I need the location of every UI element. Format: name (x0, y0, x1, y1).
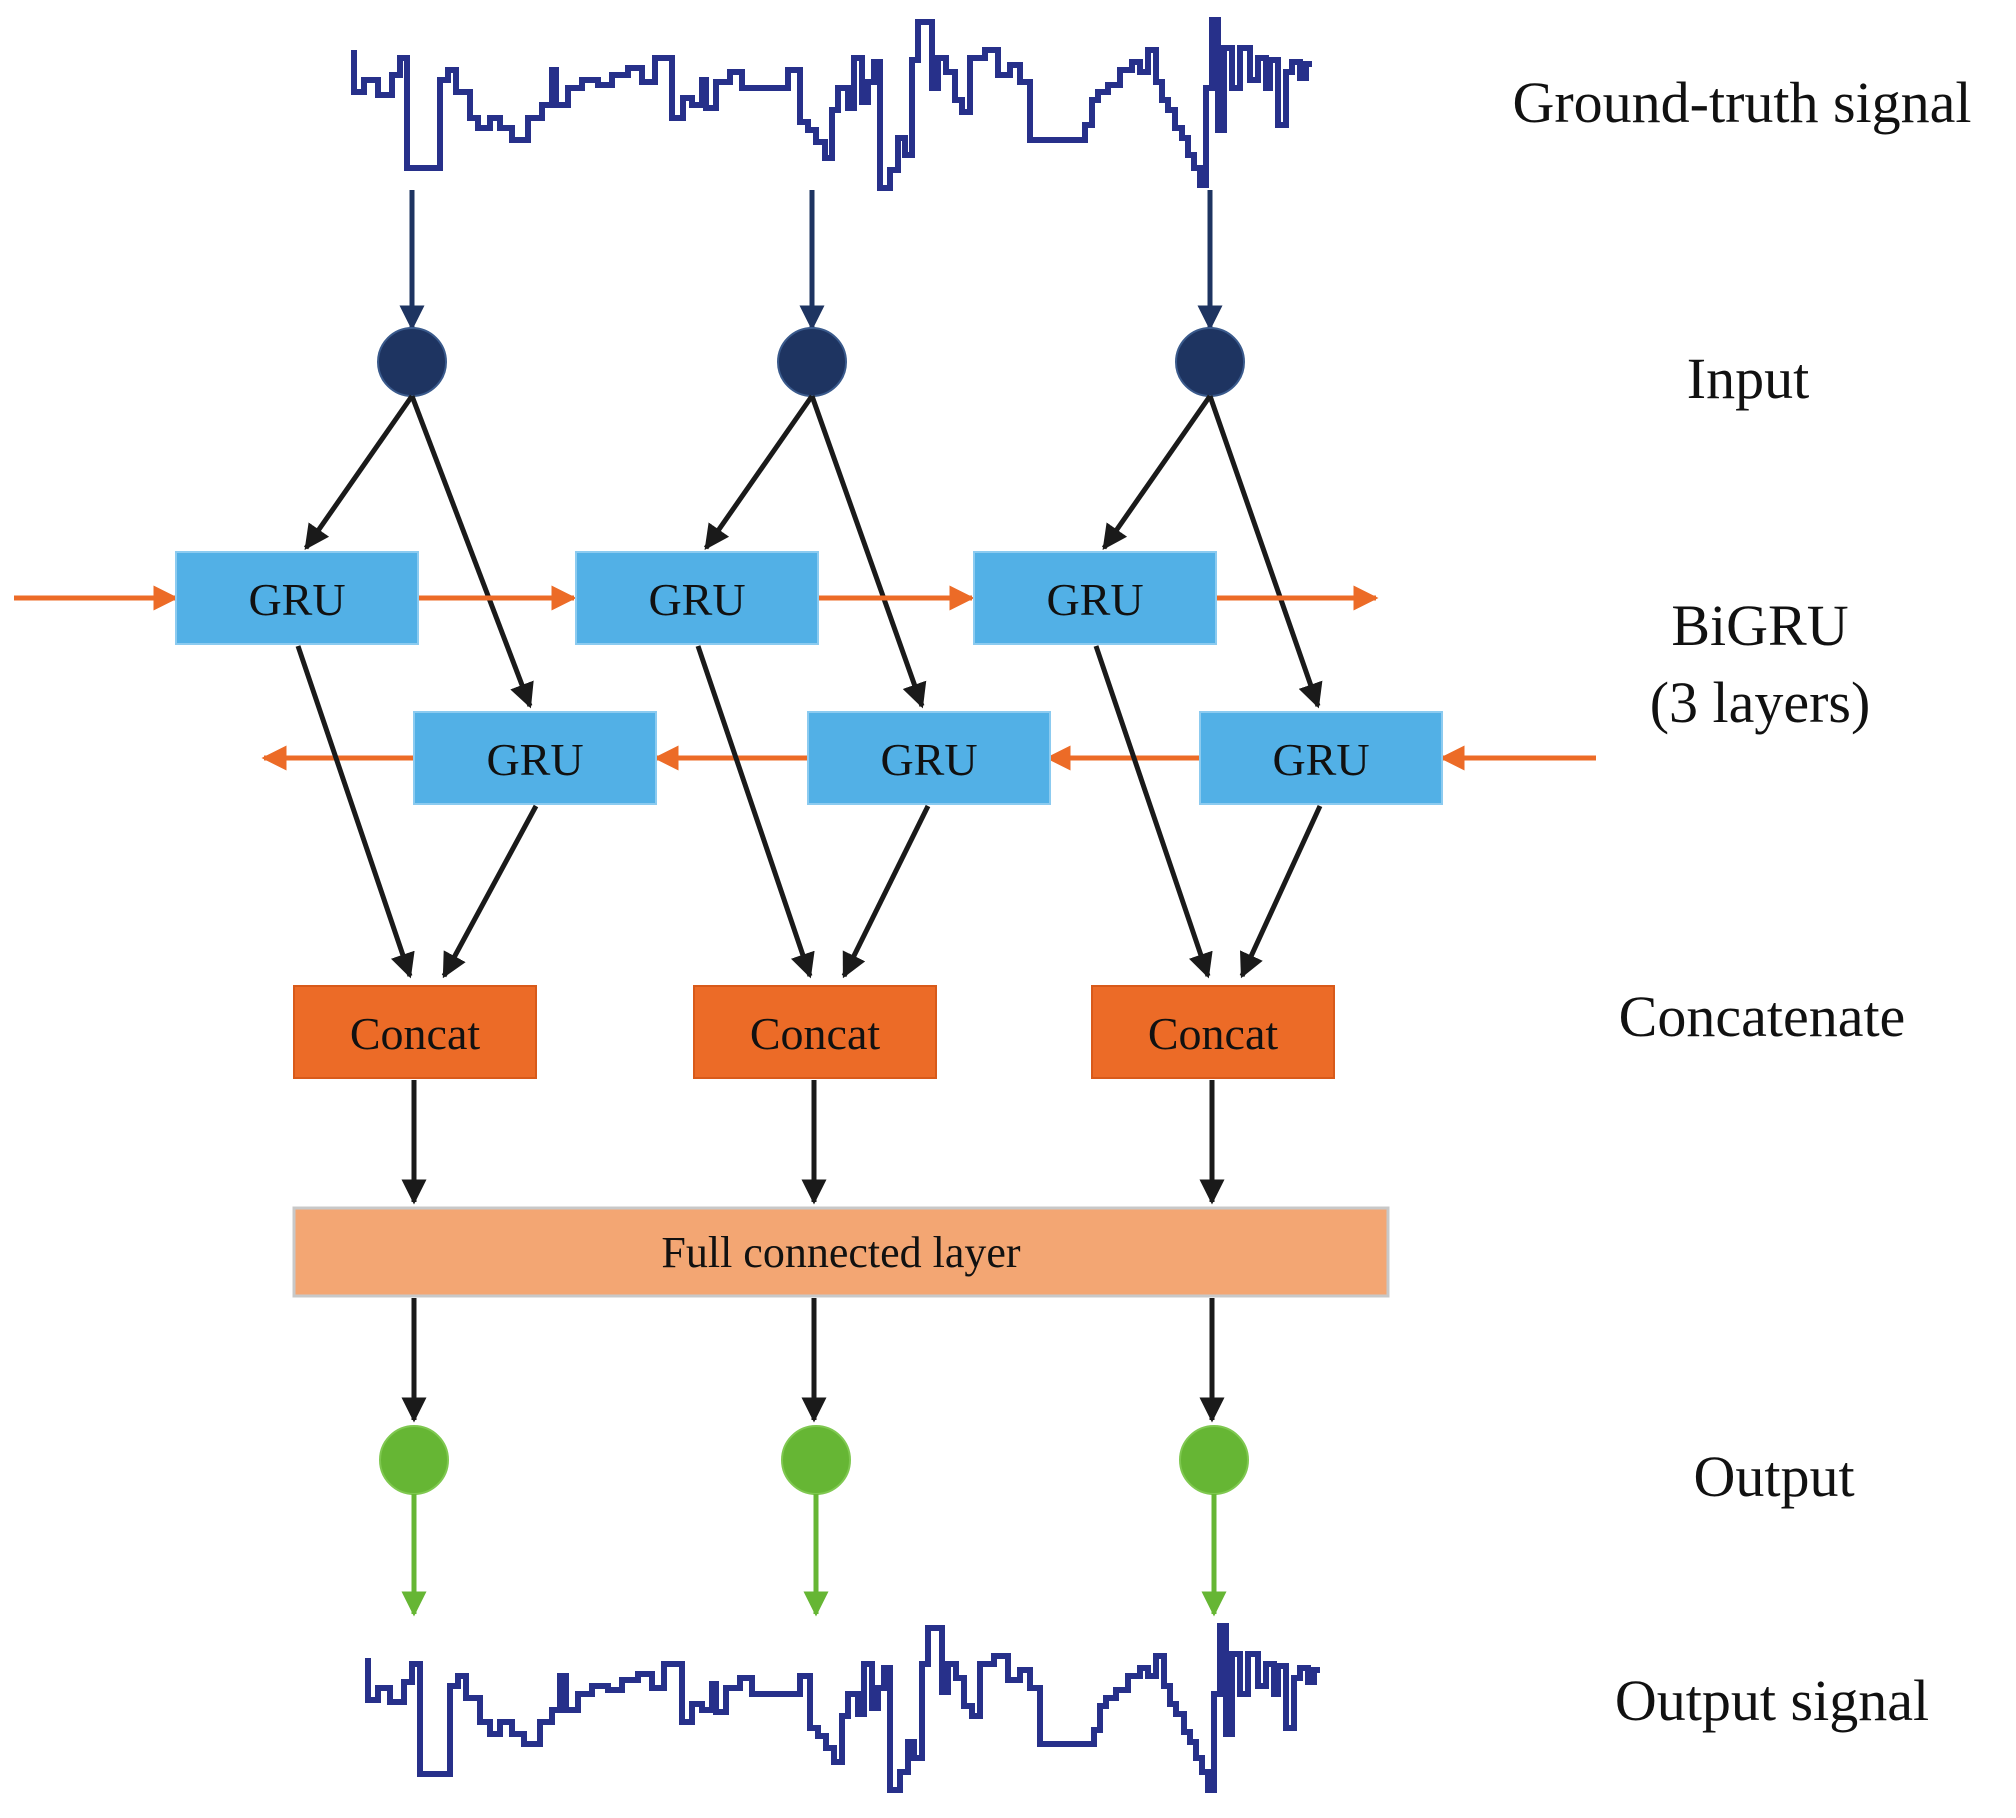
input-to-gru-forward-arrow-2 (703, 394, 815, 551)
gru-backward-3: GRU (1199, 711, 1443, 805)
output-label: Output (1693, 1444, 1854, 1509)
gru-forward-1-label: GRU (248, 574, 345, 625)
bigru-label: BiGRU (1671, 593, 1848, 658)
concat-box-1-label: Concat (350, 1008, 481, 1059)
input-to-gru-backward-arrow-2 (809, 395, 927, 709)
input-to-gru-forward-arrow-1 (303, 394, 415, 551)
output-node-2 (781, 1425, 851, 1495)
input-label: Input (1687, 346, 1809, 411)
output-node-3 (1179, 1425, 1249, 1495)
input-node-3 (1175, 327, 1245, 397)
gru-backward-to-concat-arrow-1 (441, 804, 539, 979)
gru-backward-2-label: GRU (880, 734, 977, 785)
gru-forward-3: GRU (973, 551, 1217, 645)
output-signal-waveform (365, 1623, 1320, 1793)
concat-box-3-label: Concat (1148, 1008, 1279, 1059)
gru-forward-to-concat-arrow-1 (295, 645, 415, 979)
concat-box-3: Concat (1091, 985, 1335, 1079)
fully-connected-layer: Full connected layer (292, 1206, 1390, 1298)
gru-forward-to-concat-arrow-2 (695, 645, 815, 979)
input-to-gru-backward-arrow-1 (409, 395, 534, 709)
gru-forward-2: GRU (575, 551, 819, 645)
concat-box-1: Concat (293, 985, 537, 1079)
bigru-layers-label: (3 layers) (1650, 670, 1871, 735)
concatenate-label: Concatenate (1619, 984, 1906, 1049)
gru-backward-to-concat-arrow-3 (1239, 804, 1323, 979)
gru-backward-1: GRU (413, 711, 657, 805)
gru-backward-1-label: GRU (486, 734, 583, 785)
output-node-1 (379, 1425, 449, 1495)
gru-forward-2-label: GRU (648, 574, 745, 625)
gru-backward-2: GRU (807, 711, 1051, 805)
fully-connected-layer-label: Full connected layer (661, 1228, 1021, 1277)
gru-forward-1: GRU (175, 551, 419, 645)
concat-box-2-label: Concat (750, 1008, 881, 1059)
input-to-gru-backward-arrow-3 (1207, 395, 1323, 709)
gru-forward-to-concat-arrow-3 (1093, 645, 1213, 979)
gru-backward-3-label: GRU (1272, 734, 1369, 785)
output-signal-label: Output signal (1615, 1668, 1929, 1733)
input-node-1 (377, 327, 447, 397)
gru-forward-3-label: GRU (1046, 574, 1143, 625)
input-to-gru-forward-arrow-3 (1101, 394, 1213, 551)
ground-truth-signal-waveform (351, 17, 1312, 191)
concat-box-2: Concat (693, 985, 937, 1079)
ground-truth-signal-label: Ground-truth signal (1512, 70, 1971, 135)
input-node-2 (777, 327, 847, 397)
gru-backward-to-concat-arrow-2 (841, 804, 931, 979)
